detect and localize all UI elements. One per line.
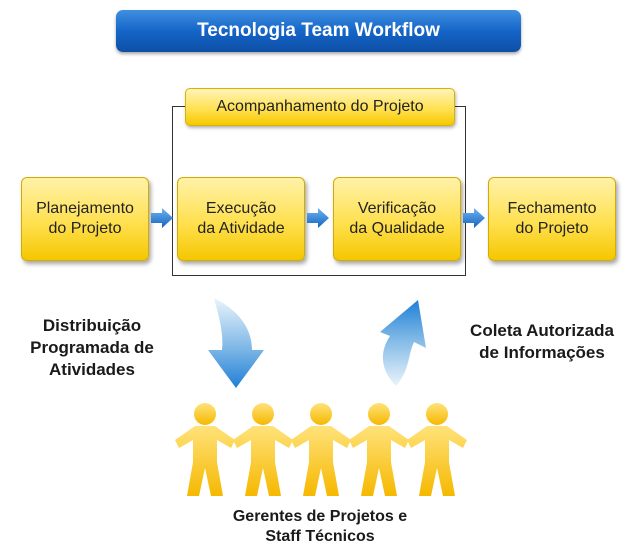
arrow-right-icon [463, 208, 485, 228]
step-execution: Execução da Atividade [177, 177, 305, 261]
step-planning: Planejamento do Projeto [21, 177, 149, 261]
collection-label-line1: Coleta Autorizada [470, 321, 614, 340]
tracking-label: Acompanhamento do Projeto [185, 88, 455, 126]
arrow-right-icon [307, 208, 329, 228]
distribution-label-line3: Atividades [49, 360, 135, 379]
collection-label-line2: de Informações [479, 343, 605, 362]
distribution-label: Distribuição Programada de Atividades [8, 315, 176, 381]
collection-label: Coleta Autorizada de Informações [452, 320, 632, 364]
people-chain-icon [175, 403, 467, 496]
step-closing-line1: Fechamento [507, 200, 597, 217]
diagram-title-text: Tecnologia Team Workflow [197, 20, 440, 41]
step-verification: Verificação da Qualidade [333, 177, 461, 261]
curved-arrow-down-icon [208, 298, 264, 388]
team-label-line1: Gerentes de Projetos e [232, 508, 408, 525]
step-planning-line2: do Projeto [48, 220, 122, 237]
step-closing: Fechamento do Projeto [488, 177, 616, 261]
step-execution-line1: Execução [205, 200, 277, 217]
curved-arrow-up-icon [380, 300, 426, 386]
step-closing-line2: do Projeto [515, 220, 589, 237]
tracking-label-text: Acompanhamento do Projeto [216, 98, 424, 115]
step-verification-line1: Verificação [357, 200, 437, 217]
step-verification-line2: da Qualidade [349, 220, 445, 237]
team-label: Gerentes de Projetos e Staff Técnicos [170, 507, 470, 547]
step-planning-line1: Planejamento [36, 200, 134, 217]
step-execution-line2: da Atividade [197, 220, 285, 237]
diagram-title: Tecnologia Team Workflow [116, 10, 521, 52]
distribution-label-line2: Programada de [30, 338, 154, 357]
distribution-label-line1: Distribuição [42, 316, 142, 335]
team-label-line2: Staff Técnicos [265, 528, 375, 545]
arrow-right-icon [151, 208, 173, 228]
